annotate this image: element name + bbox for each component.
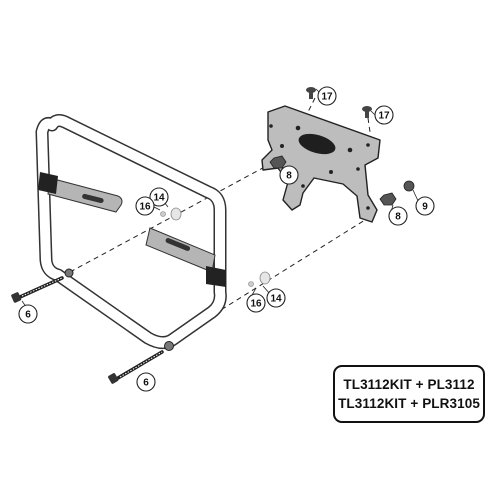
callout-8-lower: 8 (388, 206, 408, 226)
long-bolt-left (11, 268, 74, 303)
svg-text:14: 14 (270, 294, 282, 305)
kit-codes-box: TL3112KIT + PL3112 TL3112KIT + PLR3105 (333, 365, 485, 423)
callout-8-upper: 8 (279, 165, 299, 185)
upper-bracket-strap (38, 172, 123, 213)
callout-16-lower: 16 (246, 293, 266, 313)
cap-nut-9 (403, 180, 415, 192)
spacer-14-upper (170, 207, 182, 221)
callout-14-upper: 14 (149, 187, 169, 207)
svg-text:16: 16 (139, 202, 151, 213)
long-bolt-bottom (108, 341, 174, 384)
svg-text:17: 17 (378, 111, 390, 122)
callout-9: 9 (415, 196, 435, 216)
lower-bracket-strap (145, 227, 226, 287)
svg-text:8: 8 (286, 171, 292, 182)
svg-text:6: 6 (143, 378, 149, 389)
washer-16-upper (160, 211, 166, 217)
svg-text:14: 14 (153, 193, 165, 204)
callout-14-lower: 14 (266, 288, 286, 308)
kit-code-line-1: TL3112KIT + PL3112 (343, 377, 475, 392)
screw-17-right (362, 106, 372, 118)
tubular-side-frame (35, 114, 227, 350)
svg-text:6: 6 (25, 310, 31, 321)
mounting-plate (261, 105, 381, 223)
callout-17-left: 17 (317, 86, 337, 106)
nut-8-lower (379, 192, 397, 206)
callout-16-upper: 16 (135, 196, 155, 216)
svg-text:17: 17 (321, 92, 333, 103)
screw-17-left (306, 87, 316, 99)
callout-6-bottom: 6 (136, 372, 156, 392)
callout-6-left: 6 (18, 304, 38, 324)
spacer-14-lower (259, 271, 271, 285)
svg-text:16: 16 (250, 299, 262, 310)
callout-17-right: 17 (374, 105, 394, 125)
nut-8-upper (269, 155, 287, 169)
kit-code-line-2: TL3112KIT + PLR3105 (338, 396, 480, 411)
svg-text:9: 9 (422, 202, 428, 213)
svg-text:8: 8 (395, 212, 401, 223)
washer-16-lower (248, 281, 254, 287)
